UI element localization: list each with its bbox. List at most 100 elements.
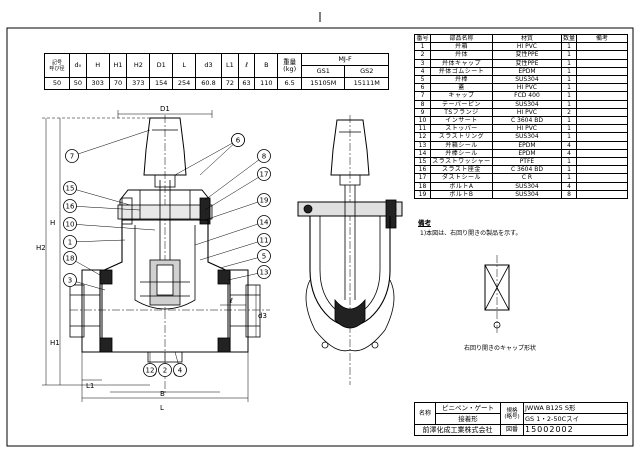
dim-value: 70 [108,77,128,90]
balloon-label: 15 [66,185,75,193]
dim-d1: D1 [160,105,170,113]
parts-cell [575,165,629,175]
parts-cell: 17 [414,173,431,183]
parts-cell [575,132,629,142]
parts-cell [575,58,629,68]
balloon-4 [173,363,187,377]
balloon-12 [143,363,157,377]
parts-cell [575,189,629,200]
dim-value: 63 [237,77,256,90]
parts-cell: 4 [560,140,577,150]
balloon-15 [63,181,77,195]
col-d3: d3 [195,53,222,78]
parts-cell: SUS304 [491,132,562,142]
parts-cell: 1 [560,91,577,101]
parts-cell [575,42,629,52]
parts-cell: 4 [560,148,577,159]
parts-header-cell: 番号 [414,33,431,44]
dim-value: 6.5 [277,77,303,90]
parts-cell: EPDM [491,148,562,159]
product-name: ピニペン・ゲート [435,402,501,414]
parts-cell: ストッパー [429,124,493,134]
parts-cell: 1 [560,75,577,85]
parts-cell [575,181,629,191]
parts-cell: スラストリング [429,132,493,142]
parts-cell: 1 [560,58,577,68]
parts-cell: インサート [429,116,493,126]
parts-cell: 18 [414,181,431,191]
parts-cell [575,124,629,134]
parts-cell: 16 [414,165,431,175]
parts-cell: 9 [414,107,431,118]
dim-value: 15105M [301,77,346,90]
balloon-10 [63,217,77,231]
parts-cell [575,157,629,167]
parts-header-cell: 数量 [560,33,577,44]
dim-value: 72 [220,77,239,90]
balloon-9 [231,133,245,147]
dim-l: L [160,404,164,412]
company-name: 前澤化成工業株式会社 [414,424,501,436]
parts-cell: 15 [414,157,431,167]
parts-cell: SUS304 [491,99,562,109]
dim-value: 50 [69,77,87,90]
parts-cell [575,75,629,85]
parts-cell: C 3604 BD [491,165,562,175]
balloon-label: 2 [163,367,167,375]
parts-header-cell: 備考 [575,33,629,44]
std1: JWWA B125 S形 [523,402,628,414]
front-dimensions [42,110,257,402]
balloon-label: 1 [68,239,72,247]
parts-cell: EPDM [491,140,562,150]
parts-cell: 変性PPE [491,58,562,68]
balloon-8 [257,149,271,163]
balloon-label: 8 [262,153,266,161]
parts-cell: 14 [414,148,431,159]
parts-cell: 1 [560,165,577,175]
dimension-table: 記号呼び径 d₀ H H1 H2 D1 L d3 L1 ℓ B 重量(kg) M… [44,53,389,90]
balloon-label: 11 [260,237,269,245]
parts-cell: HI PVC [491,83,562,93]
col-l: L [172,53,197,78]
parts-cell: 弁棒 [429,75,493,85]
corner-cell: 記号呼び径 [44,53,70,78]
parts-cell: C R [491,173,562,183]
parts-cell [575,116,629,126]
dim-b: B [160,390,165,398]
balloon-5 [257,249,271,263]
parts-cell: 8 [414,99,431,109]
dim-value: 15111M [344,77,389,90]
balloon-19 [257,193,271,207]
cap-detail [484,255,510,335]
parts-cell: FCD 400 [491,91,562,101]
col-h2: H2 [126,53,151,78]
parts-cell: 19 [414,189,431,200]
balloon-label: 12 [146,367,155,375]
parts-cell: 10 [414,116,431,126]
parts-cell: 1 [414,42,431,52]
balloon-label: 10 [66,221,75,229]
balloon-17 [257,167,271,181]
parts-cell: 蓋 [429,83,493,93]
parts-cell: 1 [560,116,577,126]
parts-cell: 5 [414,75,431,85]
balloon-label: 16 [66,203,75,211]
balloon-3 [63,273,77,287]
product-subtitle: 接着形 [435,413,501,425]
parts-cell [575,91,629,101]
balloon-11 [257,233,271,247]
parts-cell: 1 [560,42,577,52]
